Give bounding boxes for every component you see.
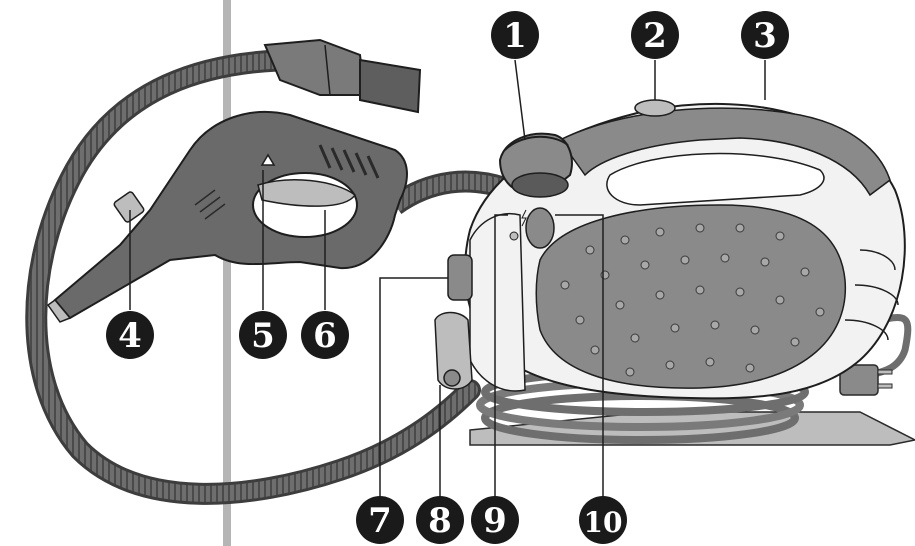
callout-label: 1 — [503, 16, 527, 56]
callout-10: 10 — [579, 496, 627, 544]
side-panel — [536, 205, 845, 388]
power-switch — [526, 208, 554, 248]
callout-2: 2 — [631, 11, 679, 59]
callout-7: 7 — [356, 496, 404, 544]
indicator-light-icon — [510, 232, 518, 240]
callout-label: 2 — [643, 16, 667, 56]
callout-label: 4 — [118, 316, 142, 356]
callout-label: 6 — [313, 316, 337, 356]
callout-label: 10 — [584, 506, 623, 539]
callout-8: 8 — [416, 496, 464, 544]
callout-label: 5 — [251, 316, 275, 356]
callout-6: 6 — [301, 311, 349, 359]
callout-3: 3 — [741, 11, 789, 59]
callout-label: 3 — [753, 16, 777, 56]
callout-4: 4 — [106, 311, 154, 359]
callout-label: 8 — [428, 501, 452, 541]
callout-label: 9 — [483, 501, 507, 541]
top-button — [635, 100, 675, 116]
wall-divider-line — [223, 0, 231, 546]
hose-end-connector — [265, 40, 420, 112]
callout-label: 7 — [368, 501, 392, 541]
side-button — [448, 255, 472, 300]
callout-9: 9 — [471, 496, 519, 544]
callout-1: 1 — [491, 11, 539, 59]
callout-5: 5 — [239, 311, 287, 359]
